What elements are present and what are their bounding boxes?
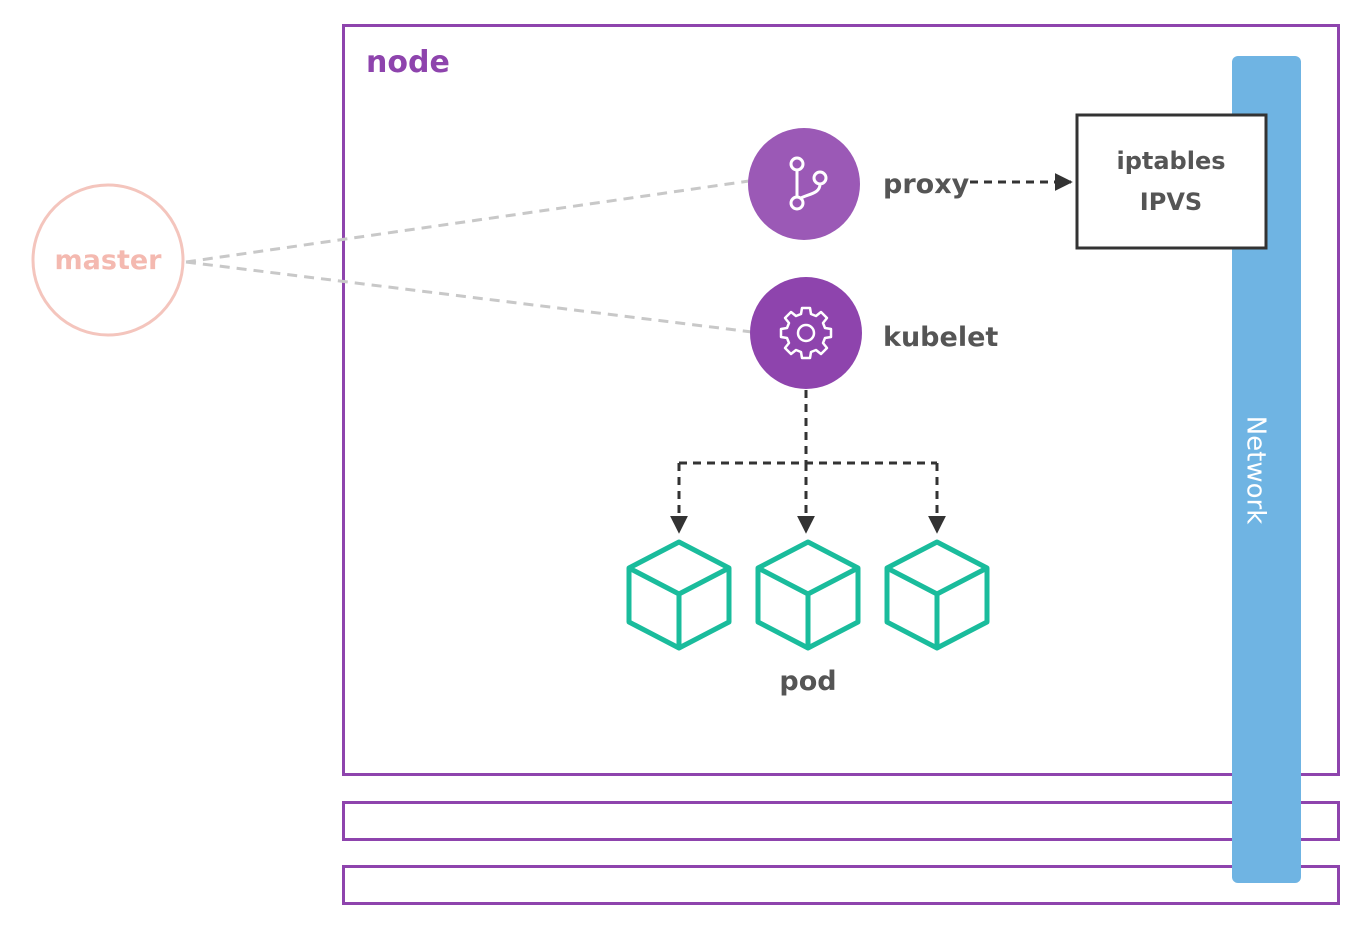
master-label: master — [55, 245, 163, 276]
proxy-label: proxy — [883, 169, 970, 200]
pod-cube-1 — [626, 539, 732, 651]
kubelet-pod-connectors — [679, 390, 937, 465]
node-label: node — [366, 45, 450, 80]
node-box-2 — [342, 801, 1340, 841]
master-kubelet-link — [185, 260, 753, 334]
kubelet-label: kubelet — [883, 322, 998, 353]
network-bar — [1232, 56, 1301, 883]
branch-icon — [789, 156, 828, 211]
network-label: Network — [1241, 416, 1271, 525]
gear-icon — [779, 306, 833, 360]
iptables-ipvs-box — [1075, 113, 1268, 250]
node-box — [342, 24, 1340, 776]
kubelet-circle — [750, 277, 862, 389]
ipvs-label: IPVS — [1140, 188, 1202, 216]
master-proxy-link — [185, 179, 750, 264]
proxy-circle — [748, 128, 860, 240]
master-circle — [31, 183, 185, 337]
pod-cube-3 — [884, 539, 990, 651]
iptables-label: iptables — [1116, 147, 1225, 175]
pod-cube-2 — [755, 539, 861, 651]
pod-label: pod — [779, 666, 836, 697]
node-box-3 — [342, 865, 1340, 905]
